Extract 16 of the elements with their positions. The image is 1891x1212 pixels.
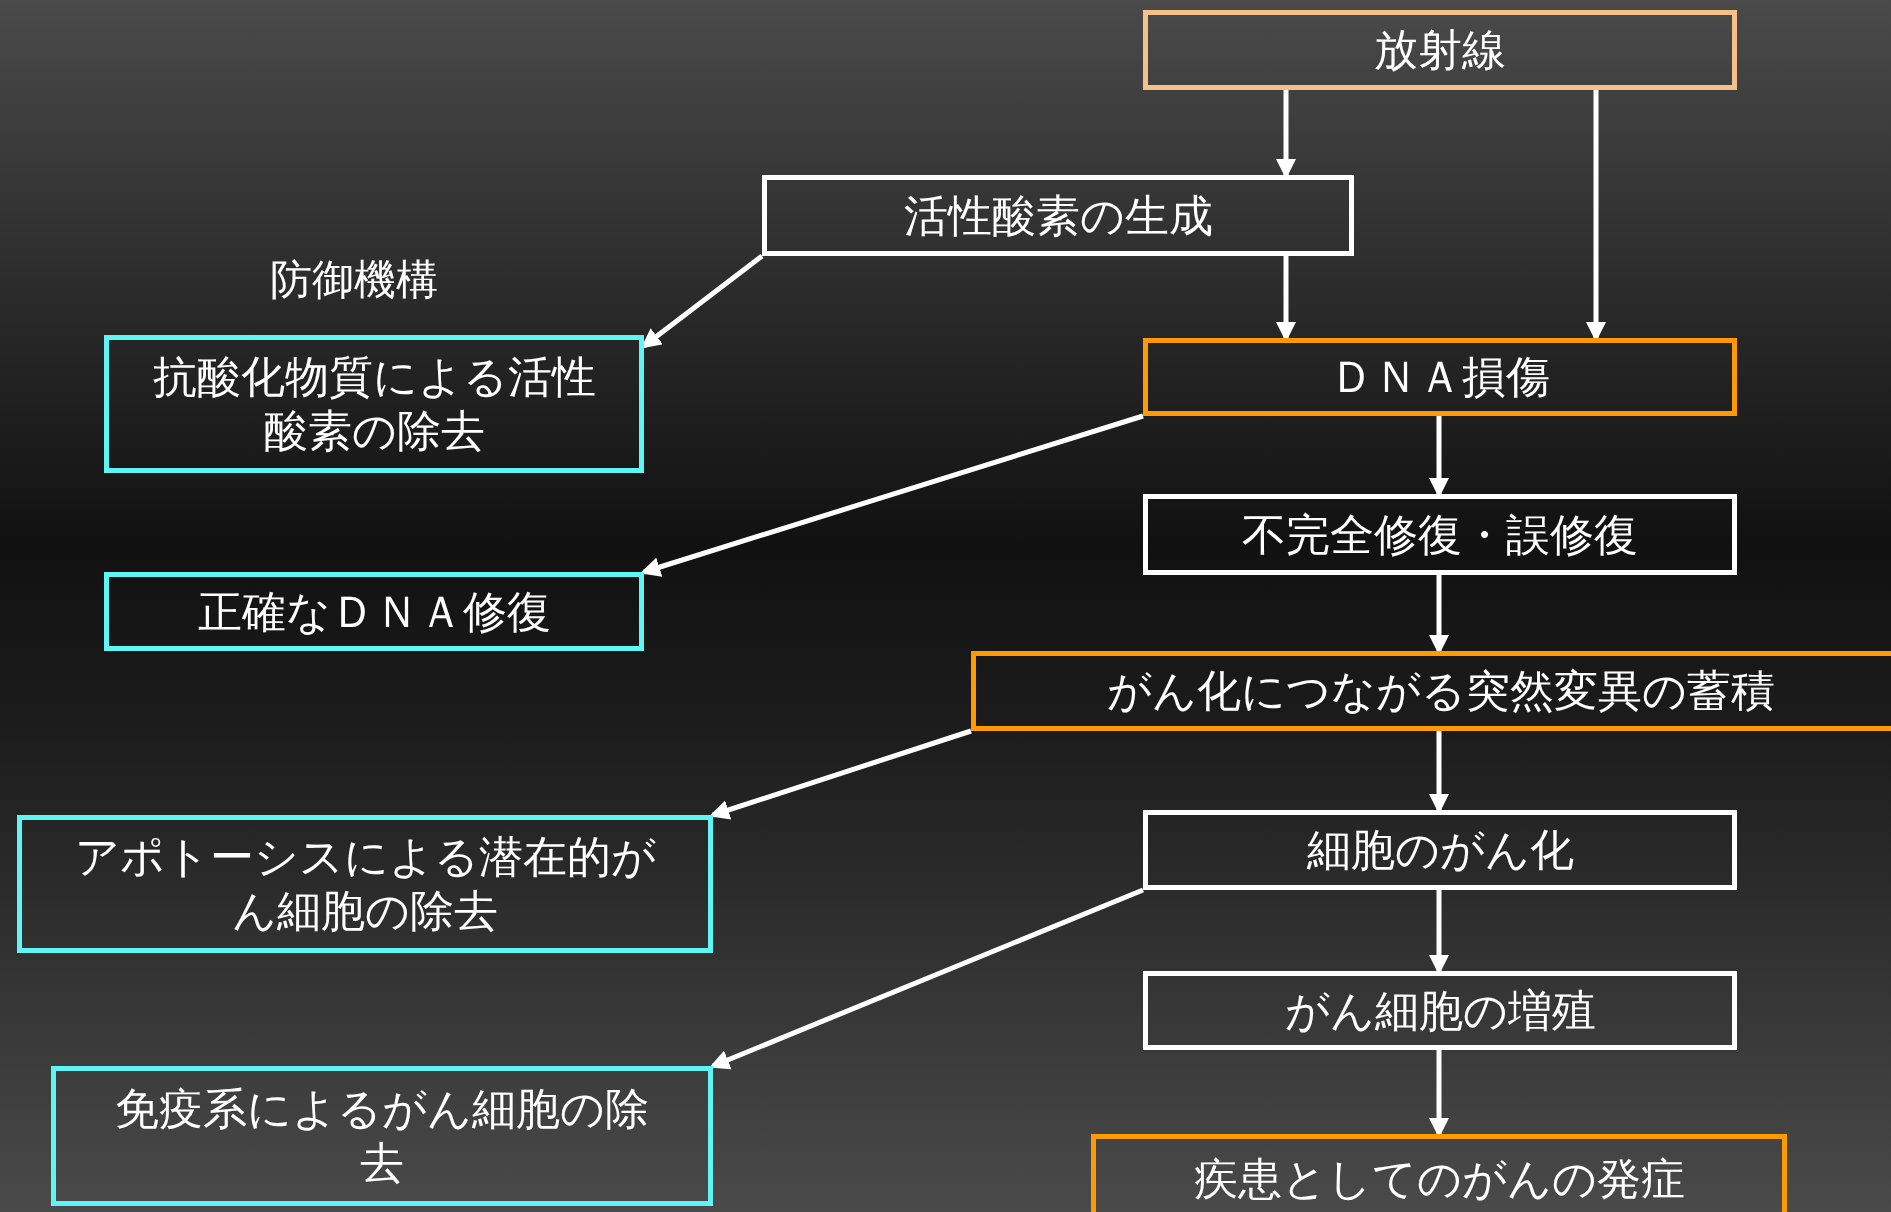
arrow (709, 887, 1144, 1070)
arrow (640, 413, 1144, 577)
group-label: 防御機構 (270, 254, 438, 306)
process-box: 疾患としてのがんの発症 (1091, 1134, 1787, 1212)
process-box: 不完全修復・誤修復 (1143, 494, 1737, 575)
defense-box: 免疫系によるがん細胞の除去 (51, 1066, 713, 1206)
defense-box: 正確なＤＮＡ修復 (104, 572, 644, 651)
process-box: 細胞のがん化 (1143, 810, 1737, 890)
defense-box: 抗酸化物質による活性酸素の除去 (104, 335, 644, 473)
defense-box: アポトーシスによる潜在的がん細胞の除去 (17, 815, 713, 953)
process-box: がん細胞の増殖 (1143, 971, 1737, 1050)
process-box: 放射線 (1143, 10, 1737, 90)
process-box: がん化につながる突然変異の蓄積 (971, 651, 1891, 731)
process-box: 活性酸素の生成 (762, 175, 1354, 256)
arrow (709, 728, 972, 820)
process-box: ＤＮＡ損傷 (1143, 338, 1737, 416)
